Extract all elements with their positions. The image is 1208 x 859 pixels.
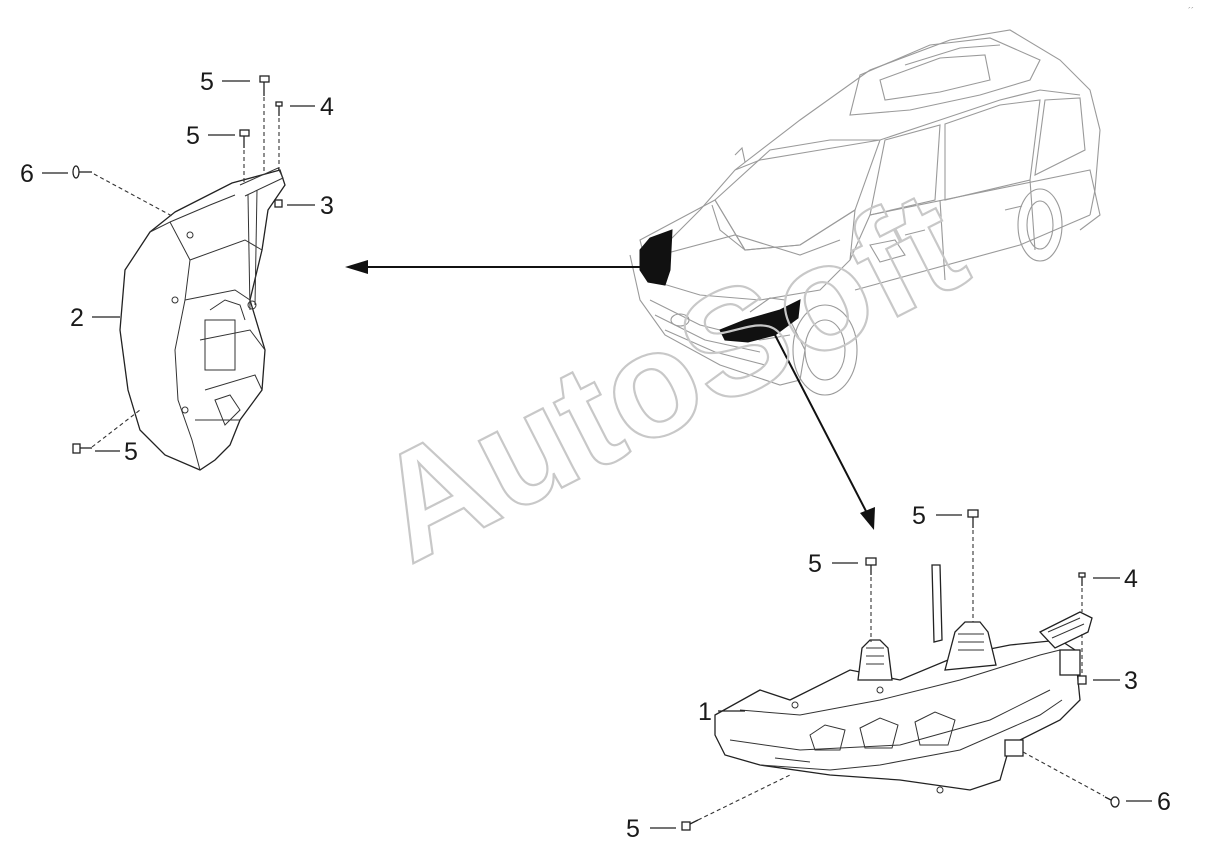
callout-5: 5 [808, 550, 822, 578]
callout-1: 1 [698, 698, 712, 726]
pin-icon [72, 165, 92, 179]
callout-4: 4 [1124, 565, 1138, 593]
bolt-icon [259, 75, 270, 96]
arrow-icon [774, 334, 875, 530]
callout-6: 6 [1157, 788, 1171, 816]
bolt-icon [239, 129, 250, 148]
nut-icon [1077, 675, 1087, 685]
corner-mark: ´´ [1188, 6, 1194, 16]
callout-3: 3 [320, 192, 334, 220]
arrow-icon [345, 260, 645, 274]
car-icon [629, 29, 1101, 396]
bolt-icon [72, 443, 92, 454]
screw-icon [1078, 572, 1086, 586]
callout-5: 5 [200, 68, 214, 96]
callout-3: 3 [1124, 667, 1138, 695]
bolt-icon [865, 557, 877, 575]
callout-5: 5 [912, 502, 926, 530]
bolt-icon [967, 509, 979, 528]
nut-icon [274, 199, 283, 208]
pin-icon [1104, 796, 1120, 808]
watermark: AutoSoft [348, 156, 988, 593]
headlamp-right-icon [714, 564, 1093, 794]
callout-5: 5 [626, 815, 640, 843]
callout-5: 5 [124, 438, 138, 466]
screw-icon [275, 101, 283, 116]
headlamp-left-icon [119, 167, 286, 471]
bolt-icon [681, 819, 699, 831]
callout-5: 5 [186, 122, 200, 150]
callout-2: 2 [70, 304, 84, 332]
callout-4: 4 [320, 93, 334, 121]
callout-6: 6 [20, 160, 34, 188]
